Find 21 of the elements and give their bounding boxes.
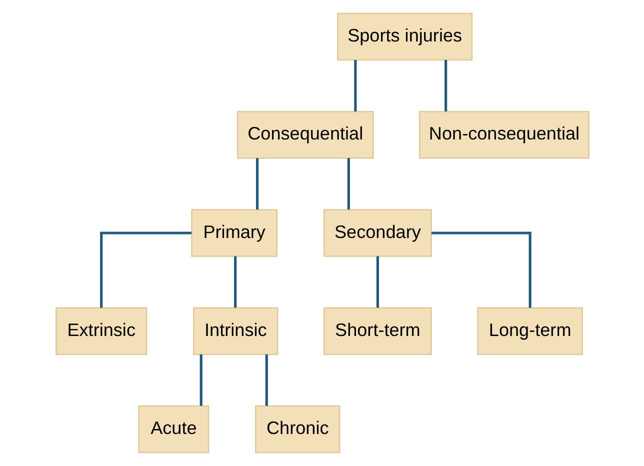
node-box: Chronic (254, 405, 340, 454)
node-box: Sports injuries (336, 12, 472, 61)
connector (430, 232, 531, 308)
node-box: Acute (138, 405, 209, 454)
connector (264, 354, 268, 406)
connector (234, 256, 236, 308)
node-box: Intrinsic (192, 307, 278, 356)
connector (444, 60, 447, 112)
connector (100, 232, 192, 308)
node-box: Non-consequential (418, 110, 589, 159)
node-box: Consequential (236, 110, 374, 159)
connector (256, 158, 258, 210)
node-box: Secondary (322, 209, 432, 257)
connector (199, 354, 202, 406)
node-box: Primary (190, 209, 278, 257)
node-box: Long-term (476, 307, 583, 356)
connector (376, 256, 378, 308)
node-box: Extrinsic (55, 307, 147, 356)
node-box: Short-term (322, 307, 432, 356)
connector (354, 60, 356, 112)
connector (346, 158, 350, 210)
